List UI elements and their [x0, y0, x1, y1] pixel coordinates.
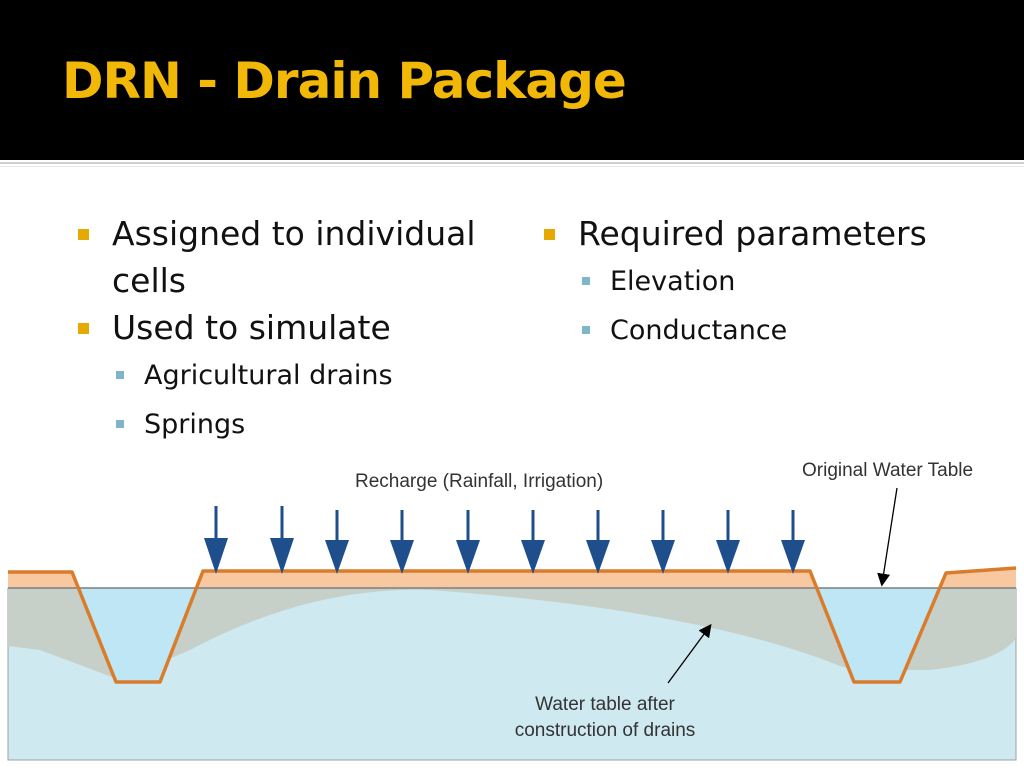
sub-bullet-text: Elevation	[610, 266, 736, 297]
drain-trench-right	[818, 588, 938, 682]
new-water-table-pointer	[667, 623, 712, 684]
sub-bullet-square-icon	[116, 420, 124, 428]
topsoil-layer-center	[196, 571, 818, 588]
sub-bullet-conductance: Conductance	[538, 306, 978, 355]
sub-bullet-agricultural-drains: Agricultural drains	[72, 351, 482, 400]
bullet-text: Assigned to individual cells	[112, 214, 476, 300]
original-water-table-pointer	[877, 487, 898, 587]
sub-bullet-square-icon	[582, 326, 590, 334]
drain-trench-left	[80, 588, 196, 682]
water-table-after-label-line1: Water table after	[535, 694, 675, 715]
sub-bullet-square-icon	[582, 277, 590, 285]
recharge-arrow	[716, 510, 740, 574]
recharge-label: Recharge (Rainfall, Irrigation)	[355, 471, 603, 492]
ground-surface-line	[8, 566, 1017, 684]
slide-title: DRN - Drain Package	[62, 52, 627, 110]
sub-bullet-text: Springs	[144, 409, 246, 440]
recharge-arrow	[586, 510, 610, 574]
title-divider-thin	[0, 166, 1024, 167]
recharge-arrow	[204, 506, 228, 574]
recharge-arrow	[456, 510, 480, 574]
left-bullet-column: Assigned to individual cells Used to sim…	[72, 210, 482, 449]
sub-bullet-elevation: Elevation	[538, 257, 978, 306]
recharge-arrow	[781, 510, 805, 574]
water-table-after-label-line2: construction of drains	[515, 720, 696, 741]
bullet-square-icon	[544, 229, 555, 240]
bullet-square-icon	[78, 323, 89, 334]
recharge-arrow	[521, 510, 545, 574]
drained-aquifer-zone	[8, 588, 1016, 680]
recharge-arrow	[390, 510, 414, 574]
title-divider	[0, 162, 1024, 164]
bullet-required-parameters: Required parameters	[538, 210, 978, 257]
sub-bullet-text: Conductance	[610, 315, 788, 346]
recharge-arrows	[204, 506, 805, 574]
sub-bullet-square-icon	[116, 371, 124, 379]
bullet-assigned-cells: Assigned to individual cells	[72, 210, 482, 304]
title-bar: DRN - Drain Package	[0, 0, 1024, 160]
sub-bullet-springs: Springs	[72, 400, 482, 449]
bullet-text: Used to simulate	[112, 308, 391, 347]
bullet-used-to-simulate: Used to simulate	[72, 304, 482, 351]
recharge-arrow	[325, 510, 349, 574]
recharge-arrow	[270, 506, 294, 574]
bullet-text: Required parameters	[578, 214, 927, 253]
drain-cross-section-diagram: Recharge (Rainfall, Irrigation) Original…	[7, 460, 1017, 761]
recharge-arrow	[651, 510, 675, 574]
original-water-table-label: Original Water Table	[802, 460, 973, 481]
right-bullet-column: Required parameters Elevation Conductanc…	[538, 210, 978, 355]
topsoil-layer	[8, 572, 80, 588]
bullet-square-icon	[78, 229, 89, 240]
sub-bullet-text: Agricultural drains	[144, 360, 393, 391]
